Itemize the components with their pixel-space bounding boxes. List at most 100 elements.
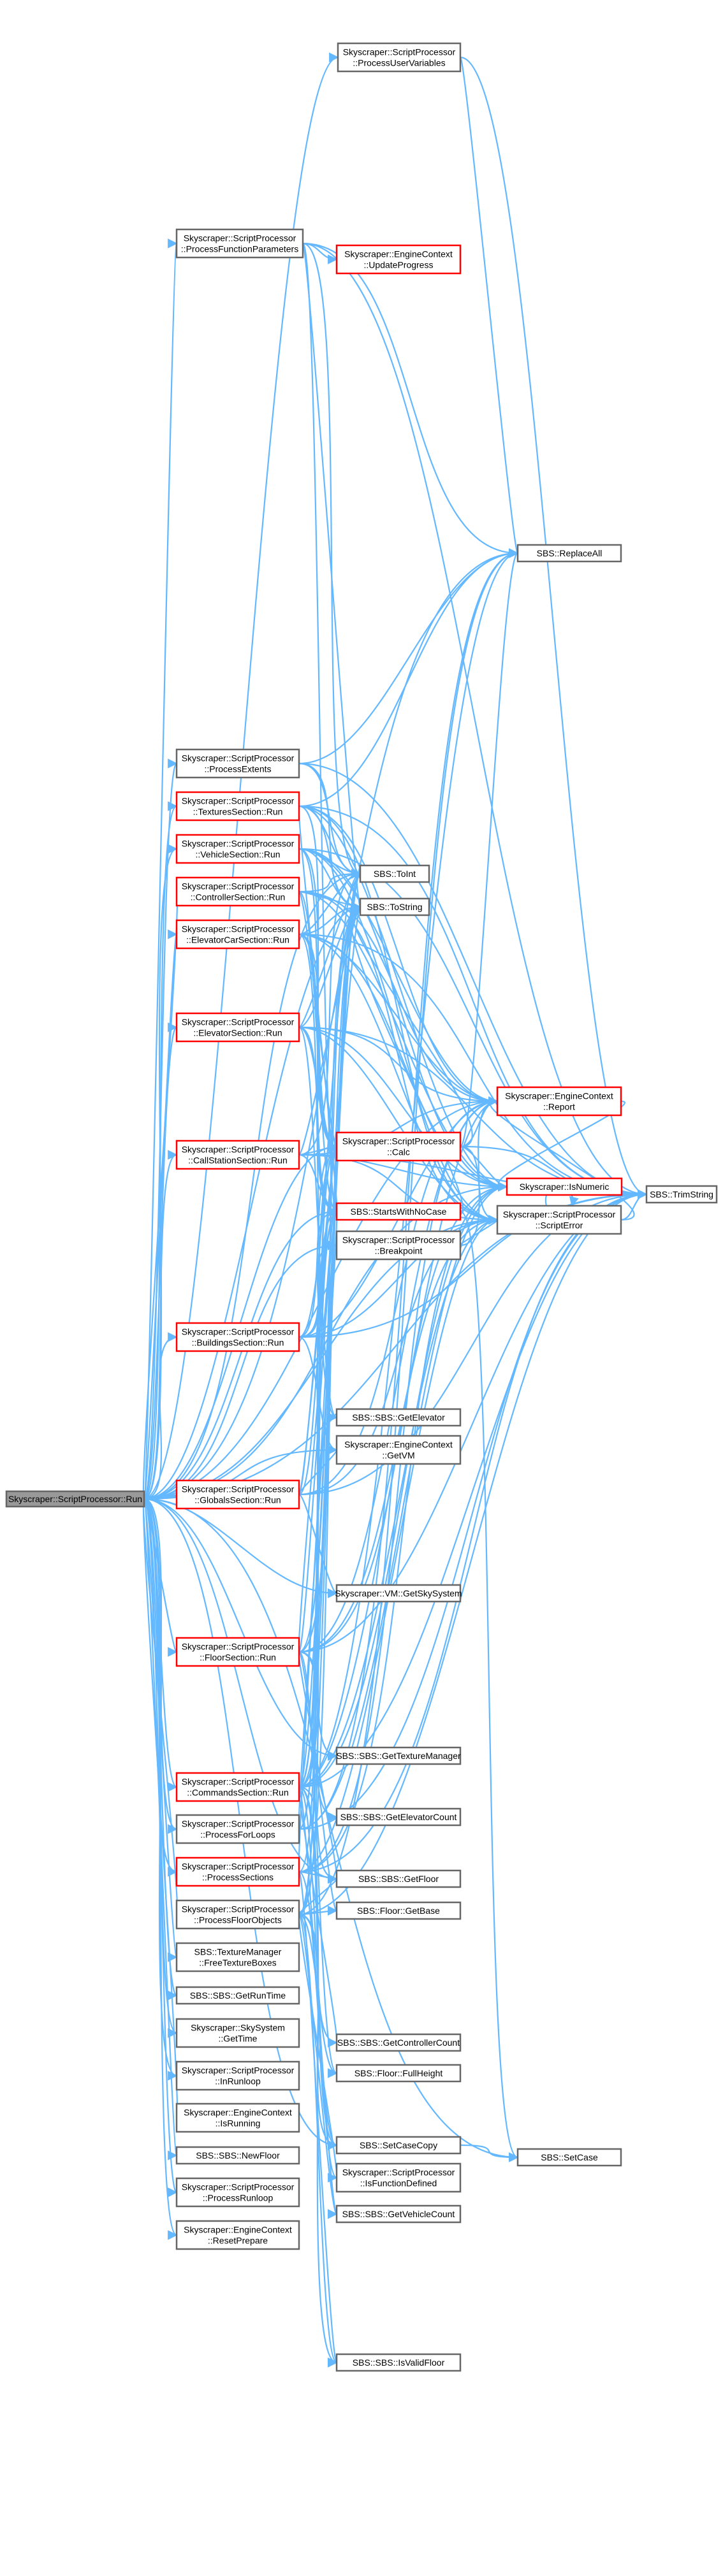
node-gvc[interactable]: SBS::SBS::GetVehicleCount xyxy=(335,2204,462,2224)
node-sca[interactable]: SBS::SetCase xyxy=(516,2148,622,2167)
edge-pfp-to-rpa xyxy=(302,242,519,558)
node-gss[interactable]: Skyscraper::VM::GetSkySystem xyxy=(335,1584,462,1603)
edge-run-to-bld xyxy=(143,1332,178,1500)
node-gvm[interactable]: Skyscraper::EngineContext::GetVM xyxy=(335,1435,462,1465)
node-label: ::FreeTextureBoxes xyxy=(199,1958,276,1968)
node-rpp[interactable]: Skyscraper::EngineContext::ResetPrepare xyxy=(175,2220,300,2250)
node-label: Skyscraper::EngineContext xyxy=(505,1091,613,1101)
node-run[interactable]: Skyscraper::ScriptProcessor::Run xyxy=(5,1490,145,1508)
node-box xyxy=(175,834,300,864)
node-ivf[interactable]: SBS::SBS::IsValidFloor xyxy=(335,2353,462,2372)
node-label: ::ProcessRunloop xyxy=(203,2193,274,2203)
edge-pext-to-trim xyxy=(298,762,648,1199)
node-box xyxy=(5,1490,145,1508)
node-gel[interactable]: SBS::SBS::GetElevator xyxy=(335,1408,462,1427)
node-label: Skyscraper::SkySystem xyxy=(191,2023,285,2033)
node-isn[interactable]: Skyscraper::IsNumeric xyxy=(506,1177,623,1196)
node-label: ::ProcessSections xyxy=(202,1872,274,1883)
node-box xyxy=(175,1140,300,1170)
node-serr[interactable]: Skyscraper::ScriptProcessor::ScriptError xyxy=(496,1205,622,1235)
edge-rep-to-isn xyxy=(498,1100,625,1192)
node-ffh[interactable]: SBS::Floor::FullHeight xyxy=(335,2064,462,2083)
node-ctl[interactable]: Skyscraper::ScriptProcessor::ControllerS… xyxy=(175,876,300,907)
node-elev[interactable]: Skyscraper::ScriptProcessor::ElevatorSec… xyxy=(175,1012,300,1043)
node-pfl[interactable]: Skyscraper::ScriptProcessor::ProcessForL… xyxy=(175,1814,300,1844)
node-gec[interactable]: SBS::SBS::GetElevatorCount xyxy=(335,1807,462,1827)
node-puv[interactable]: Skyscraper::ScriptProcessor::ProcessUser… xyxy=(337,42,462,73)
node-pfo[interactable]: Skyscraper::ScriptProcessor::ProcessFloo… xyxy=(175,1899,300,1930)
edge-pfp-to-trim xyxy=(302,242,648,1199)
node-box xyxy=(335,2353,462,2372)
node-gcc[interactable]: SBS::SBS::GetControllerCount xyxy=(335,2033,462,2052)
node-label: ::ElevatorCarSection::Run xyxy=(186,935,289,945)
node-label: SBS::Floor::GetBase xyxy=(357,1906,440,1916)
node-label: ::Report xyxy=(543,1102,575,1112)
node-fgb[interactable]: SBS::Floor::GetBase xyxy=(335,1901,462,1920)
node-box xyxy=(175,2060,300,2091)
edge-calc-to-rpa xyxy=(459,548,519,1148)
edge-pfo-to-calc xyxy=(298,1141,338,1916)
node-grt[interactable]: SBS::SBS::GetRunTime xyxy=(175,1986,300,2005)
node-upd[interactable]: Skyscraper::EngineContext::UpdateProgres… xyxy=(335,244,462,275)
edge-calc-to-tostr xyxy=(351,902,473,1148)
edge-puv-to-rpa xyxy=(459,56,519,558)
node-flr[interactable]: Skyscraper::ScriptProcessor::FloorSectio… xyxy=(175,1637,300,1667)
edge-serr-to-rep xyxy=(488,1096,635,1221)
node-box xyxy=(175,1637,300,1667)
node-label: Skyscraper::ScriptProcessor xyxy=(182,2182,295,2192)
node-psec[interactable]: Skyscraper::ScriptProcessor::ProcessSect… xyxy=(175,1856,300,1887)
node-veh[interactable]: Skyscraper::ScriptProcessor::VehicleSect… xyxy=(175,834,300,864)
node-sgt[interactable]: Skyscraper::SkySystem::GetTime xyxy=(175,2018,300,2048)
node-box xyxy=(496,1205,622,1235)
node-inr[interactable]: Skyscraper::ScriptProcessor::InRunloop xyxy=(175,2060,300,2091)
node-scc[interactable]: SBS::SetCaseCopy xyxy=(335,2136,462,2155)
node-toint[interactable]: SBS::ToInt xyxy=(359,864,430,883)
node-tostr[interactable]: SBS::ToString xyxy=(359,897,430,916)
node-box xyxy=(359,897,430,916)
node-prl[interactable]: Skyscraper::ScriptProcessor::ProcessRunl… xyxy=(175,2177,300,2208)
node-label: ::TexturesSection::Run xyxy=(193,807,283,817)
node-label: SBS::ToString xyxy=(367,902,422,912)
edge-psec-to-ivf xyxy=(298,1870,338,2367)
node-call[interactable]: Skyscraper::ScriptProcessor::CallStation… xyxy=(175,1140,300,1170)
node-nfl[interactable]: SBS::SBS::NewFloor xyxy=(175,2146,300,2165)
node-label: Skyscraper::ScriptProcessor xyxy=(182,1862,295,1872)
node-rpa[interactable]: SBS::ReplaceAll xyxy=(516,544,622,563)
node-ifd[interactable]: Skyscraper::ScriptProcessor::IsFunctionD… xyxy=(335,2162,462,2193)
node-label: Skyscraper::ScriptProcessor xyxy=(343,47,456,57)
node-isr[interactable]: Skyscraper::EngineContext::IsRunning xyxy=(175,2102,300,2133)
node-label: ::ProcessForLoops xyxy=(200,1830,275,1840)
edge-ctl-to-rep xyxy=(298,890,499,1106)
node-box xyxy=(175,1322,300,1352)
node-label: SBS::ToInt xyxy=(374,869,416,879)
node-tex[interactable]: Skyscraper::ScriptProcessor::TexturesSec… xyxy=(175,791,300,821)
node-rep[interactable]: Skyscraper::EngineContext::Report xyxy=(496,1086,622,1117)
node-box xyxy=(175,1479,300,1510)
node-cmd[interactable]: Skyscraper::ScriptProcessor::CommandsSec… xyxy=(175,1772,300,1802)
edge-glb-to-rep xyxy=(298,1096,499,1496)
node-brk[interactable]: Skyscraper::ScriptProcessor::Breakpoint xyxy=(335,1230,462,1261)
node-trim[interactable]: SBS::TrimString xyxy=(645,1185,718,1204)
node-label: SBS::SBS::GetElevator xyxy=(352,1412,445,1422)
node-layer: Skyscraper::ScriptProcessor::RunSkyscrap… xyxy=(5,42,718,2372)
node-gtm[interactable]: SBS::SBS::GetTextureManager xyxy=(335,1746,462,1765)
node-swnc[interactable]: SBS::StartsWithNoCase xyxy=(335,1202,462,1221)
node-ftb[interactable]: SBS::TextureManager::FreeTextureBoxes xyxy=(175,1942,300,1972)
edge-call-to-tostr xyxy=(298,902,362,1156)
node-pext[interactable]: Skyscraper::ScriptProcessor::ProcessExte… xyxy=(175,748,300,779)
node-label: Skyscraper::ScriptProcessor xyxy=(182,1327,295,1337)
node-box xyxy=(175,1012,300,1043)
edge-run-to-tostr xyxy=(143,902,362,1500)
edge-psec-to-isn xyxy=(298,1182,508,1873)
node-bld[interactable]: Skyscraper::ScriptProcessor::BuildingsSe… xyxy=(175,1322,300,1352)
node-label: Skyscraper::ScriptProcessor xyxy=(182,796,295,806)
node-gfl[interactable]: SBS::SBS::GetFloor xyxy=(335,1869,462,1888)
edge-run-to-call xyxy=(143,1150,178,1500)
node-label: ::ProcessFloorObjects xyxy=(194,1915,282,1925)
node-calc[interactable]: Skyscraper::ScriptProcessor::Calc xyxy=(335,1131,462,1162)
node-glb[interactable]: Skyscraper::ScriptProcessor::GlobalsSect… xyxy=(175,1479,300,1510)
node-box xyxy=(645,1185,718,1204)
node-pfp[interactable]: Skyscraper::ScriptProcessor::ProcessFunc… xyxy=(175,228,304,259)
node-ecar[interactable]: Skyscraper::ScriptProcessor::ElevatorCar… xyxy=(175,919,300,950)
